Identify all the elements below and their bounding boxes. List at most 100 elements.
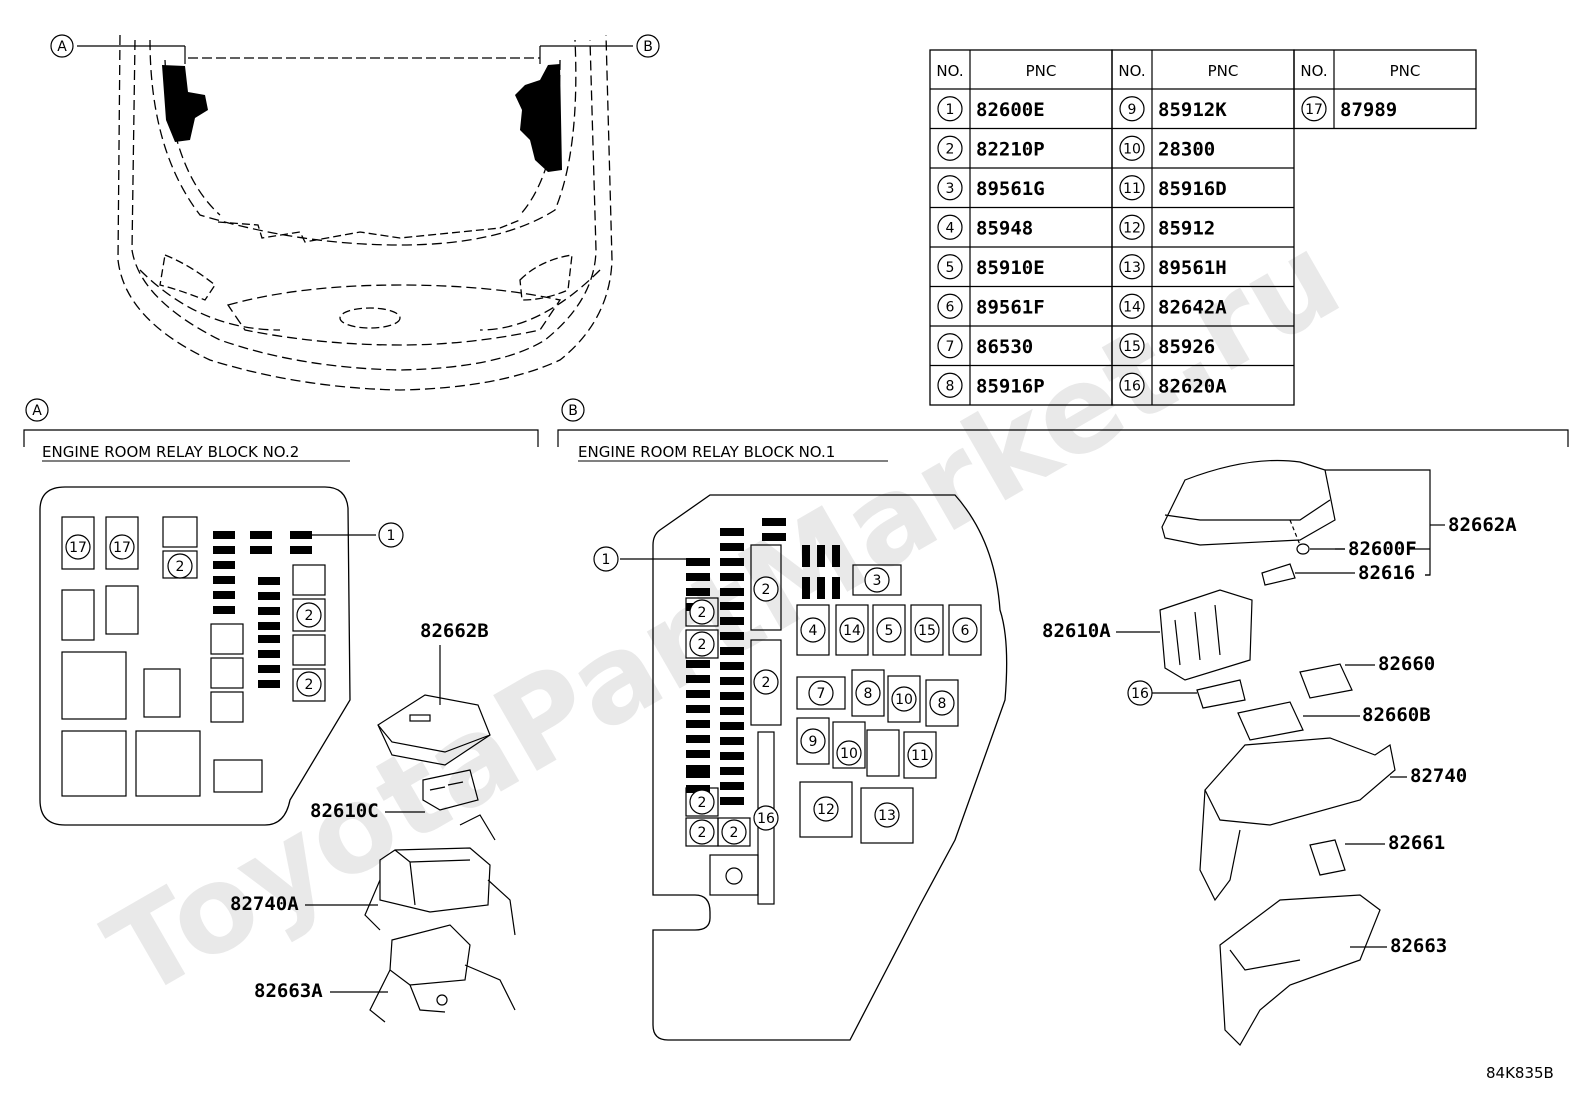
svg-text:6: 6 [946, 299, 955, 315]
svg-text:2: 2 [946, 141, 955, 157]
part-82740: 82740 [1410, 765, 1467, 787]
fuse-blade [720, 632, 744, 640]
fuse-blade [258, 607, 280, 615]
block-b-label: 2 [689, 631, 715, 657]
svg-text:2: 2 [698, 825, 707, 841]
table-header-no: NO. [936, 62, 963, 80]
fuse-blade [720, 528, 744, 536]
table-row-pnc: 82600E [976, 99, 1045, 121]
table-row-no: 13 [1119, 254, 1145, 280]
svg-text:13: 13 [878, 808, 896, 824]
block-b-label: 5 [876, 617, 902, 643]
svg-text:A: A [32, 403, 42, 419]
table-row-pnc: 82642A [1158, 296, 1227, 318]
fuse-blade [720, 692, 744, 700]
svg-text:7: 7 [946, 339, 955, 355]
fuse-blade [720, 588, 744, 596]
block-b-label: 7 [808, 680, 834, 706]
section-a-frame: A ENGINE ROOM RELAY BLOCK NO.2 [23, 398, 539, 462]
fuse-blade [832, 545, 840, 567]
svg-text:6: 6 [961, 623, 970, 639]
table-row-no: 1 [937, 96, 963, 122]
part-82663: 82663 [1390, 935, 1447, 957]
block-b-label: 10 [836, 740, 862, 766]
svg-text:12: 12 [817, 802, 835, 818]
part-82740A: 82740A [230, 893, 299, 915]
svg-text:15: 15 [1123, 339, 1141, 355]
fuse-blade [686, 785, 710, 793]
svg-text:2: 2 [305, 608, 314, 624]
fuse-blade [686, 588, 710, 596]
table-row-pnc: 85916D [1158, 178, 1227, 200]
svg-text:2: 2 [698, 605, 707, 621]
svg-text:16: 16 [757, 811, 775, 827]
svg-text:2: 2 [698, 795, 707, 811]
part-82600F: 82600F [1348, 538, 1417, 560]
fuse-blade [258, 665, 280, 673]
fuse-blade [250, 531, 272, 539]
fuse-blade [720, 752, 744, 760]
part-82661: 82661 [1388, 832, 1445, 854]
svg-text:5: 5 [885, 623, 894, 639]
svg-text:8: 8 [946, 378, 955, 394]
svg-text:9: 9 [809, 734, 818, 750]
table-row-pnc: 82210P [976, 138, 1045, 160]
table-row-no: 17 [1301, 96, 1327, 122]
svg-text:15: 15 [918, 623, 936, 639]
fuse-blade [258, 622, 280, 630]
block-b-label: 9 [800, 728, 826, 754]
section-a-title: ENGINE ROOM RELAY BLOCK NO.2 [42, 443, 299, 461]
block-a-label: 2 [167, 553, 193, 579]
fuse-blade [720, 558, 744, 566]
fuse-blade [686, 705, 710, 713]
svg-text:3: 3 [873, 573, 882, 589]
part-82663A: 82663A [254, 980, 323, 1002]
block-a-label: 2 [296, 671, 322, 697]
block-b-label: 3 [864, 567, 890, 593]
fuse-blade [686, 690, 710, 698]
table-row-no: 9 [1119, 96, 1145, 122]
fuse-blade [720, 677, 744, 685]
svg-text:4: 4 [946, 220, 955, 236]
table-row-no: 2 [937, 135, 963, 161]
svg-text:14: 14 [1123, 299, 1141, 315]
table-header-no: NO. [1118, 62, 1145, 80]
fuse-blade [720, 662, 744, 670]
table-row-pnc: 87989 [1340, 99, 1397, 121]
fuse-blade [686, 573, 710, 581]
fuse-blade [213, 576, 235, 584]
svg-text:17: 17 [113, 540, 131, 556]
svg-text:4: 4 [809, 623, 818, 639]
block-b-label: 2 [721, 819, 747, 845]
block-a-label: 2 [296, 602, 322, 628]
table-row-no: 16 [1119, 372, 1145, 398]
svg-text:9: 9 [1128, 102, 1137, 118]
table-row-pnc: 89561G [976, 178, 1045, 200]
table-row-pnc: 82620A [1158, 375, 1227, 397]
section-b-leader-16: 16 [1131, 686, 1149, 702]
svg-text:1: 1 [946, 102, 955, 118]
fuse-blade [720, 647, 744, 655]
fuse-blade [686, 770, 710, 778]
table-row-pnc: 85948 [976, 217, 1033, 239]
table-row-no: 10 [1119, 135, 1145, 161]
fuse-blade [817, 545, 825, 567]
svg-text:B: B [568, 403, 578, 419]
block-b-label: 2 [753, 576, 779, 602]
svg-text:3: 3 [946, 181, 955, 197]
table-row-no: 4 [937, 214, 963, 240]
fuse-blade [720, 722, 744, 730]
fuse-blade [720, 573, 744, 581]
fuse-blade [686, 720, 710, 728]
svg-text:2: 2 [305, 677, 314, 693]
fuse-blade [258, 635, 280, 643]
table-row-pnc: 85916P [976, 375, 1045, 397]
table-row-no: 15 [1119, 333, 1145, 359]
svg-text:8: 8 [938, 696, 947, 712]
fuse-blade [762, 518, 786, 526]
part-82610C: 82610C [310, 800, 379, 822]
fuse-blade [213, 606, 235, 614]
